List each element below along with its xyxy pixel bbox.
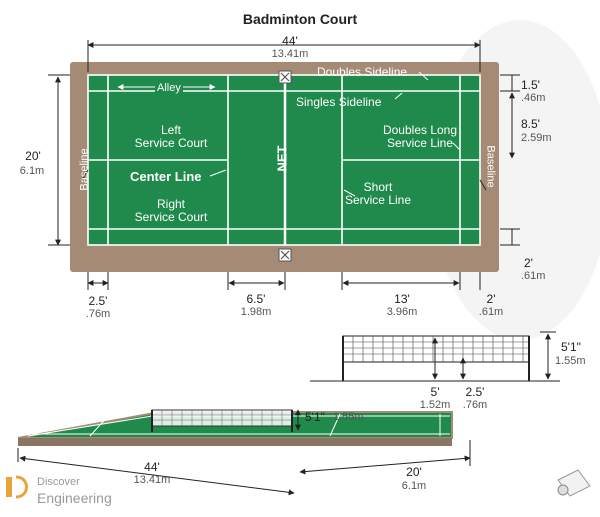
court-height-m: 6.1m — [19, 165, 45, 177]
net-side-view — [310, 331, 560, 382]
service-court-length-ft: 13' — [394, 292, 410, 306]
short-service-distance-ft: 6.5' — [246, 292, 266, 306]
doubles-sideline-label: Doubles Sideline — [317, 65, 408, 79]
service-court-length-m: 3.96m — [386, 306, 418, 318]
court-lines — [87, 74, 481, 246]
left-service-court-line2: Service Court — [134, 136, 208, 150]
shuttlecock-icon — [557, 469, 591, 497]
half-width-m: 2.59m — [521, 132, 552, 144]
post-height-m: 1.52m — [419, 399, 451, 411]
baseline-left-label: Baseline — [78, 148, 91, 191]
back-alley-ft: 2.5' — [88, 294, 108, 308]
side-dimension-lines — [432, 331, 556, 380]
net-post-top — [278, 70, 292, 84]
doubles-long-service-line-line1: Doubles Long — [382, 123, 458, 137]
baseline-right-label: Baseline — [484, 145, 497, 188]
left-service-court-line1: Left — [160, 123, 181, 137]
post-height-ft: 5' — [430, 385, 440, 399]
court-width-m: 13.41m — [271, 48, 309, 60]
short-service-line-line2: Service Line — [344, 193, 412, 207]
court-width-ft: 44' — [282, 34, 298, 48]
court-height-ft: 20' — [25, 149, 41, 163]
bottom-right-ft: 2' — [524, 256, 533, 270]
alley-width-m: .46m — [521, 92, 546, 104]
back-right-ft: 2' — [486, 292, 496, 306]
back-alley-m: .76m — [85, 308, 111, 320]
net-depth-ft: 2.5' — [465, 385, 485, 399]
perspective-width-ft: 20' — [406, 465, 422, 479]
perspective-edge — [18, 438, 452, 446]
short-service-line-line1: Short — [363, 180, 393, 194]
right-service-court-line2: Service Court — [134, 210, 208, 224]
doubles-long-service-line-line2: Service Line — [386, 136, 454, 150]
net-height-ft: 5'1" — [561, 340, 581, 354]
right-service-court-line1: Right — [156, 197, 185, 211]
alley-label: Alley — [155, 82, 183, 95]
perspective-width-m: 6.1m — [401, 480, 427, 492]
back-right-m: .61m — [478, 306, 504, 318]
diagram-title: Badminton Court — [242, 11, 358, 27]
alley-width-ft: 1.5' — [521, 78, 540, 92]
bottom-right-m: .61m — [521, 270, 546, 282]
side-net — [342, 335, 530, 363]
perspective-court — [17, 409, 471, 496]
perspective-net-mesh — [152, 410, 292, 426]
perspective-length-m: 13.41m — [133, 474, 171, 486]
plan-dimension-lines — [48, 40, 520, 290]
perspective-net-height-ft: 5'1" — [305, 410, 325, 424]
net-post-bottom — [278, 248, 292, 262]
court-plan — [70, 62, 499, 272]
singles-sideline-label: Singles Sideline — [296, 95, 382, 109]
perspective-dimension-lines — [17, 409, 471, 496]
half-width-ft: 8.5' — [521, 117, 540, 131]
pointer-lines — [81, 71, 487, 197]
watermark-text-discover: Discover — [37, 476, 80, 488]
perspective-net-height-m: 1.55m — [333, 411, 364, 423]
center-line-label: Center Line — [130, 169, 202, 184]
net-depth-m: .76m — [462, 399, 488, 411]
watermark-text-engineering: Engineering — [37, 490, 112, 506]
perspective-length-ft: 44' — [144, 460, 160, 474]
net-height-m: 1.55m — [555, 355, 586, 367]
watermark-logo — [6, 475, 28, 499]
net-label: NET — [274, 145, 290, 172]
short-service-distance-m: 1.98m — [240, 306, 272, 318]
